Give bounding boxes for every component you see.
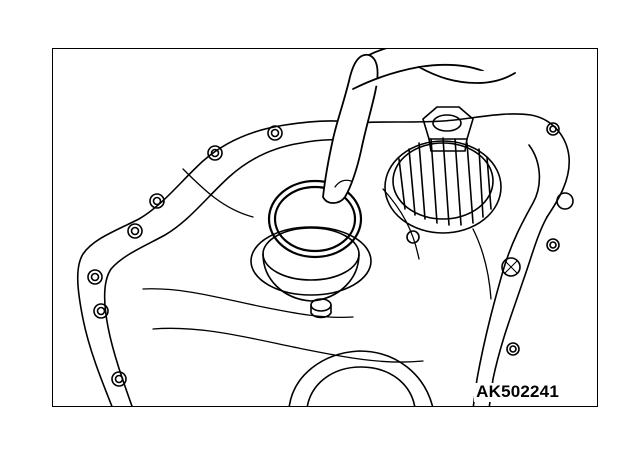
lower-bearing-housing	[288, 350, 434, 406]
bolt-holes	[87, 122, 560, 387]
casting-ribs	[142, 168, 492, 363]
helical-gear	[384, 137, 502, 234]
housing-flange	[76, 113, 570, 406]
case-bolts	[406, 192, 574, 277]
figure-reference-code: AK502241	[474, 382, 561, 402]
transmission-case-illustration	[76, 49, 574, 406]
hand	[322, 49, 516, 204]
shaft-nut	[422, 106, 474, 152]
snap-ring	[267, 179, 363, 259]
diagram-frame: AK502241	[52, 48, 598, 407]
bearing-bore	[250, 226, 372, 302]
dowel-pin	[310, 298, 332, 319]
